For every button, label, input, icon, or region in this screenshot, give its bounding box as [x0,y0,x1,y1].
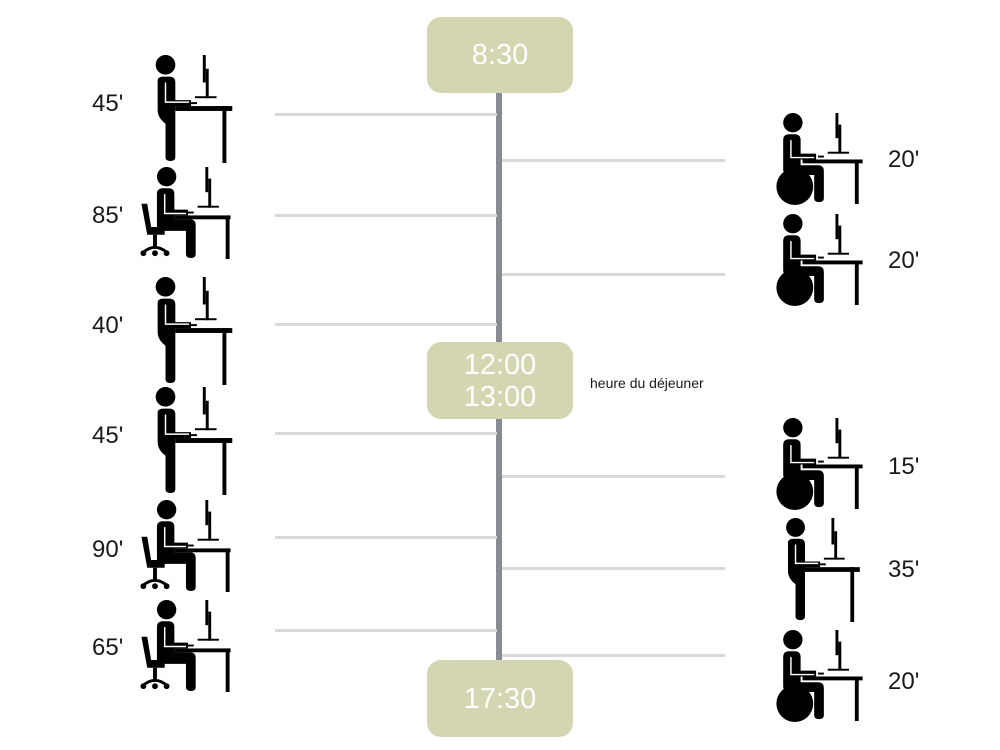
right-duration-2: 20' [888,247,920,274]
left-duration-4: 45' [92,422,124,449]
connector-left-1 [275,113,497,116]
end-time: 17:30 [463,682,537,715]
connector-right-2 [502,273,725,276]
lunch-end: 13:00 [463,380,537,413]
right-duration-1: 20' [888,146,920,173]
sitting-ball-icon [772,418,867,510]
connector-right-3 [502,475,725,478]
standing-desk-icon [153,387,233,495]
lunch-note: heure du déjeuner [590,375,704,391]
sitting-chair-icon [138,600,233,692]
left-duration-6: 65' [92,634,124,661]
sitting-chair-icon [138,167,233,259]
standing-desk-icon [153,277,233,385]
connector-left-3 [275,323,497,326]
sitting-ball-icon [772,214,867,306]
connector-right-5 [502,654,725,657]
connector-right-1 [502,159,725,162]
lunch-start: 12:00 [463,348,537,381]
standing-desk-icon [782,518,862,622]
sitting-chair-icon [138,500,233,592]
connector-left-5 [275,536,497,539]
sitting-ball-icon [772,113,867,205]
lunch-time-box: 12:00 13:00 [427,342,573,419]
left-duration-2: 85' [92,202,124,229]
end-time-box: 17:30 [427,660,573,737]
sitting-ball-icon [772,630,867,722]
connector-left-2 [275,214,497,217]
start-time-box: 8:30 [427,17,573,93]
right-duration-4: 35' [888,556,920,583]
right-duration-3: 15' [888,453,920,480]
left-duration-1: 45' [92,90,124,117]
start-time: 8:30 [471,39,529,71]
connector-left-4 [275,432,497,435]
left-duration-3: 40' [92,312,124,339]
left-duration-5: 90' [92,536,124,563]
standing-desk-icon [153,55,233,163]
right-duration-5: 20' [888,668,920,695]
connector-right-4 [502,567,725,570]
connector-left-6 [275,629,497,632]
